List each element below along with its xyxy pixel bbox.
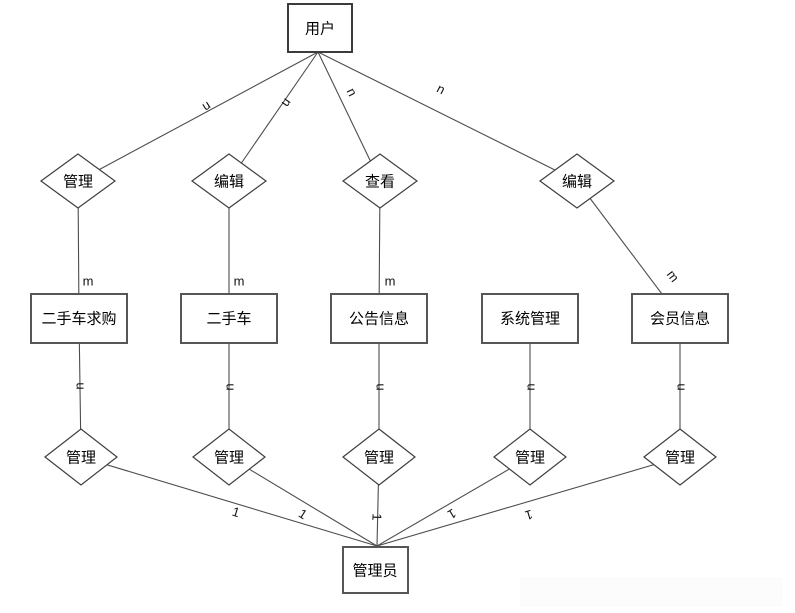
edge-user-edit1 bbox=[228, 51, 319, 182]
edit2-diamond bbox=[538, 153, 616, 209]
cardinality-m-member-info: m bbox=[664, 267, 683, 285]
manage2-label: 管理 bbox=[214, 450, 244, 467]
cardinality-n-user-edit2: n bbox=[434, 81, 447, 98]
edge-user-manage bbox=[77, 51, 319, 182]
user-label: 用户 bbox=[305, 21, 335, 38]
edit2-label: 编辑 bbox=[562, 174, 592, 191]
entity-member-info: 会员信息 bbox=[631, 293, 729, 344]
manage2-diamond bbox=[192, 428, 266, 486]
edge-user-edit2 bbox=[317, 51, 578, 182]
cardinality-1-manage4-admin: 1 bbox=[445, 506, 459, 523]
relationship-manage-2: 管理 bbox=[192, 428, 266, 486]
edge-manage4-admin bbox=[376, 456, 531, 547]
entity-announcement: 公告信息 bbox=[330, 293, 428, 344]
node-user: 用户 bbox=[287, 3, 353, 53]
cardinality-1-manage1-admin: 1 bbox=[230, 504, 241, 520]
relationship-view: 查看 bbox=[341, 153, 419, 209]
view-label: 查看 bbox=[365, 174, 395, 191]
relationship-manage-5: 管理 bbox=[643, 428, 717, 486]
system-management-label: 系统管理 bbox=[500, 311, 560, 328]
entity-usedcar: 二手车 bbox=[180, 293, 278, 344]
manage4-diamond bbox=[493, 428, 567, 486]
cardinality-n-system-mgmt-manage: n bbox=[523, 383, 538, 390]
announcement-label: 公告信息 bbox=[349, 311, 409, 328]
edge-manage1-admin bbox=[80, 456, 378, 547]
user-box bbox=[287, 3, 353, 53]
usedcar-label: 二手车 bbox=[206, 311, 251, 328]
entity-usedcar-request: 二手车求购 bbox=[30, 293, 128, 344]
node-admin: 管理员 bbox=[342, 546, 409, 594]
edit1-diamond bbox=[190, 153, 268, 209]
manage1-diamond bbox=[44, 428, 118, 486]
member-info-box bbox=[631, 293, 729, 344]
manage-top-diamond bbox=[39, 153, 117, 209]
manage3-label: 管理 bbox=[364, 450, 394, 467]
usedcar-request-box bbox=[30, 293, 128, 344]
system-management-box bbox=[481, 293, 579, 344]
cardinality-n-member-info-manage: n bbox=[673, 383, 688, 390]
admin-label: 管理员 bbox=[352, 563, 397, 580]
admin-box bbox=[342, 546, 409, 594]
manage5-label: 管理 bbox=[665, 450, 695, 467]
background-band bbox=[520, 577, 783, 607]
usedcar-request-label: 二手车求购 bbox=[41, 311, 116, 328]
view-diamond bbox=[341, 153, 419, 209]
usedcar-box bbox=[180, 293, 278, 344]
manage4-label: 管理 bbox=[515, 450, 545, 467]
relationship-manage-3: 管理 bbox=[342, 428, 416, 486]
entity-system-management: 系统管理 bbox=[481, 293, 579, 344]
relationship-manage-1: 管理 bbox=[44, 428, 118, 486]
manage5-diamond bbox=[643, 428, 717, 486]
manage3-diamond bbox=[342, 428, 416, 486]
edge-manage5-admin bbox=[376, 456, 681, 547]
relationship-edit-2: 编辑 bbox=[538, 153, 616, 209]
cardinality-m-usedcar: m bbox=[234, 274, 245, 289]
cardinality-n-user-view: n bbox=[344, 85, 361, 98]
announcement-box bbox=[330, 293, 428, 344]
relationship-manage-top: 管理 bbox=[39, 153, 117, 209]
edge-manage2-admin bbox=[228, 456, 378, 547]
cardinality-n-announcement-manage: n bbox=[372, 383, 387, 390]
edge-user-view bbox=[317, 51, 381, 182]
manage1-label: 管理 bbox=[66, 450, 96, 467]
relationship-edit-1: 编辑 bbox=[190, 153, 268, 209]
cardinality-1-manage3-admin: 1 bbox=[369, 513, 384, 521]
manage-top-label: 管理 bbox=[63, 174, 93, 191]
cardinality-n-user-manage: n bbox=[200, 99, 214, 116]
member-info-label: 会员信息 bbox=[650, 311, 710, 328]
edit1-label: 编辑 bbox=[214, 174, 244, 191]
cardinality-m-usedcar-request: m bbox=[83, 274, 94, 289]
cardinality-1-manage5-admin: 1 bbox=[523, 507, 534, 523]
cardinality-m-announcement: m bbox=[385, 274, 396, 289]
cardinality-n-user-edit1: n bbox=[279, 96, 295, 111]
cardinality-n-usedcar-request-manage: n bbox=[72, 382, 87, 389]
cardinality-1-manage2-admin: 1 bbox=[296, 506, 310, 523]
relationship-manage-4: 管理 bbox=[493, 428, 567, 486]
cardinality-n-usedcar-manage: n bbox=[222, 383, 237, 390]
